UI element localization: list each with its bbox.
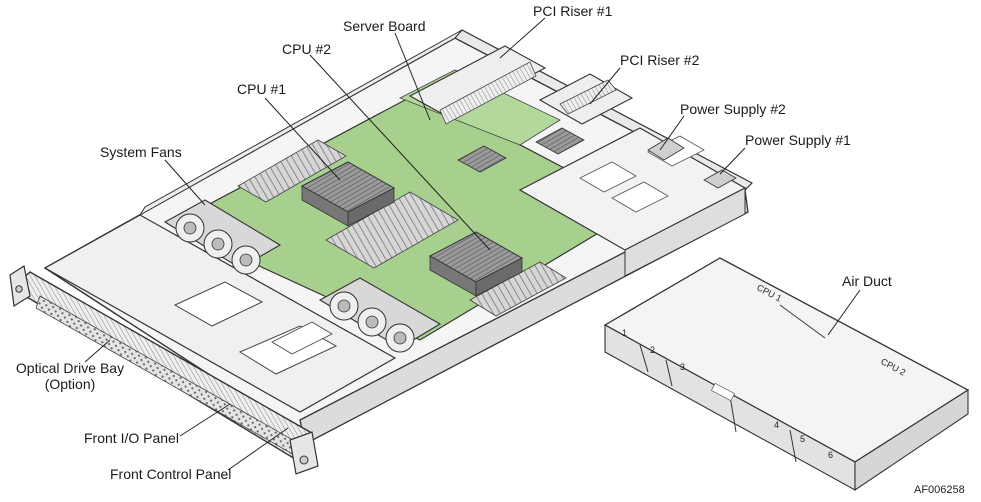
- label-front-io-panel: Front I/O Panel: [84, 430, 179, 446]
- label-air-duct: Air Duct: [842, 273, 892, 289]
- left-thumbscrew: [15, 285, 23, 293]
- label-optical-drive-bay: Optical Drive Bay (Option): [0, 360, 140, 392]
- label-cpu-1: CPU #1: [237, 81, 287, 97]
- label-optical-drive-bay-note: (Option): [44, 376, 96, 392]
- label-power-supply-1: Power Supply #1: [745, 132, 851, 148]
- dimm-bank-1: [237, 139, 347, 203]
- right-rack-ear: [289, 431, 319, 475]
- pci-riser-2: [538, 73, 634, 125]
- label-pci-riser-2: PCI Riser #2: [620, 52, 700, 68]
- label-system-fans: System Fans: [100, 144, 182, 160]
- right-thumbscrew: [299, 455, 309, 465]
- label-optical-drive-bay-title: Optical Drive Bay: [15, 360, 125, 376]
- cpu-1-heatsink: [300, 161, 396, 227]
- label-server-board: Server Board: [343, 18, 426, 34]
- drive-bay-plate-1: [173, 281, 264, 327]
- chassis-left-wall: [139, 29, 463, 216]
- duct-mark-4: 4: [774, 420, 780, 430]
- label-power-supply-2: Power Supply #2: [680, 101, 786, 117]
- system-fans-rear-group: [318, 277, 442, 353]
- cpu-2-heatsink: [428, 231, 524, 297]
- duct-mark-6: 6: [828, 450, 834, 460]
- system-fans-front-group: [163, 199, 282, 275]
- label-cpu-2: CPU #2: [282, 41, 332, 57]
- power-supply-2-handle: [647, 137, 685, 161]
- chipset-heatsink-1: [457, 145, 507, 173]
- leader-lines: [84, 17, 861, 471]
- label-front-control-panel: Front Control Panel: [110, 466, 232, 482]
- duct-mark-1: 1: [622, 328, 628, 338]
- pci-riser-1: [408, 45, 547, 125]
- chipset-heatsink-2: [535, 127, 585, 155]
- duct-mark-3: 3: [680, 362, 686, 372]
- drive-bay-plate-3: [271, 321, 333, 355]
- power-supply-1-handle: [703, 169, 737, 189]
- air-duct: [603, 257, 970, 492]
- duct-mark-5: 5: [800, 434, 806, 444]
- duct-mark-2: 2: [650, 345, 656, 355]
- label-pci-riser-1: PCI Riser #1: [533, 3, 613, 19]
- figure-code: AF006258: [914, 484, 965, 496]
